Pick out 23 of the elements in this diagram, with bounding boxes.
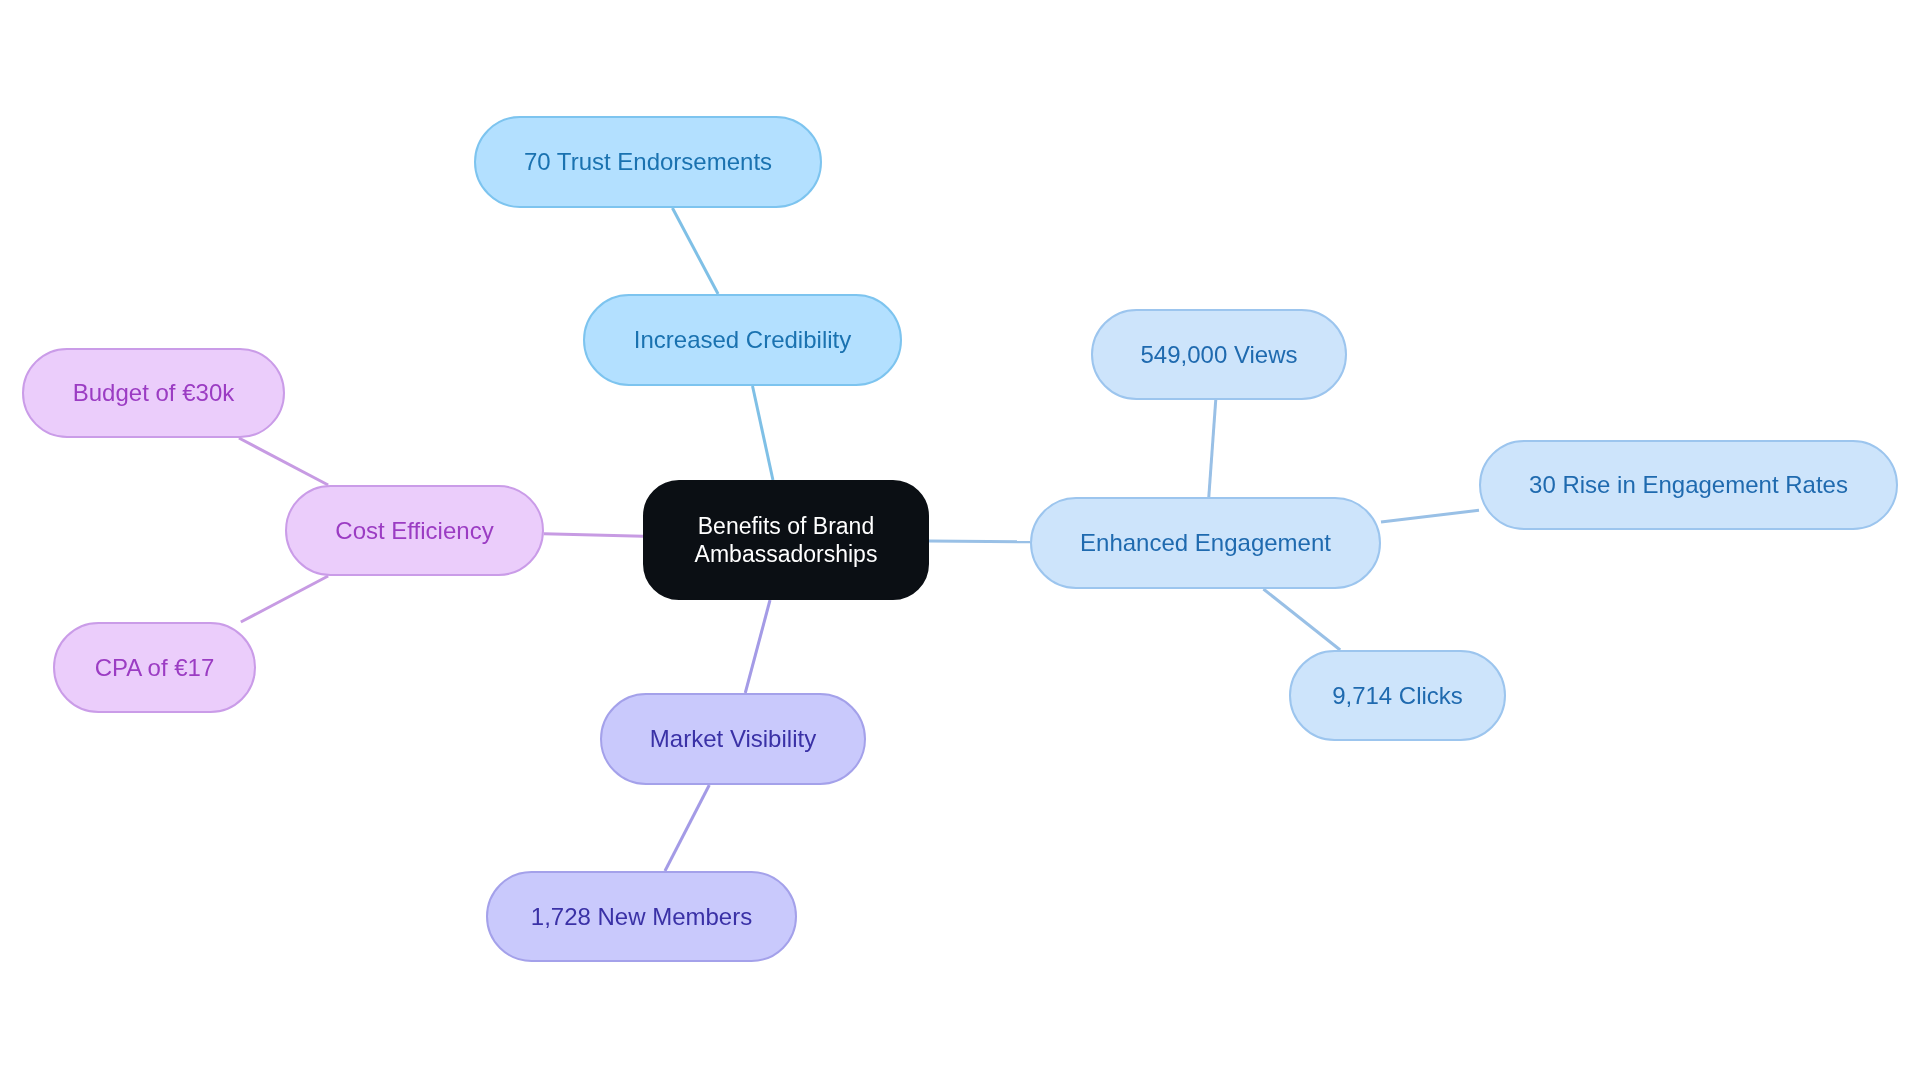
connector-line xyxy=(543,532,644,538)
connector-line xyxy=(1207,399,1218,498)
connector-line xyxy=(1380,508,1480,524)
topic-node: Increased Credibility xyxy=(583,294,902,386)
connector-line xyxy=(240,574,329,624)
topic-node: Budget of €30k xyxy=(22,348,285,438)
connector-line xyxy=(663,784,711,872)
connector-line xyxy=(751,385,775,481)
topic-node: Market Visibility xyxy=(600,693,866,785)
topic-node: 1,728 New Members xyxy=(486,871,797,962)
topic-node: 30 Rise in Engagement Rates xyxy=(1479,440,1898,530)
topic-node: Enhanced Engagement xyxy=(1030,497,1381,589)
topic-node: 549,000 Views xyxy=(1091,309,1347,400)
topic-node: 9,714 Clicks xyxy=(1289,650,1506,741)
connector-line xyxy=(238,436,329,487)
connector-line xyxy=(929,539,1030,544)
central-topic-node: Benefits of Brand Ambassadorships xyxy=(643,480,929,600)
connector-line xyxy=(1262,587,1342,652)
topic-node: CPA of €17 xyxy=(53,622,256,713)
topic-node: Cost Efficiency xyxy=(285,485,544,576)
topic-node: 70 Trust Endorsements xyxy=(474,116,822,208)
connector-line xyxy=(743,599,772,694)
connector-line xyxy=(671,207,720,295)
